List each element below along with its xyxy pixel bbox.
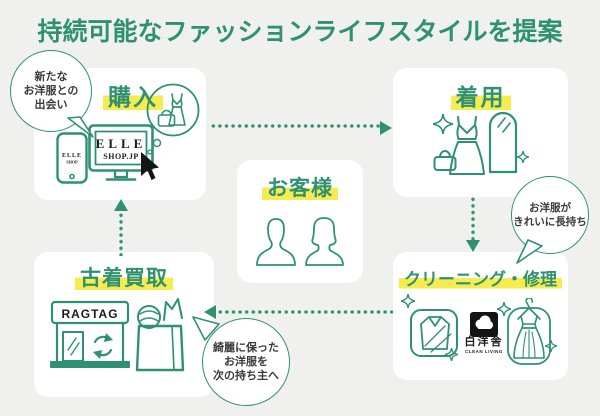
ragtag-sign-text: RAGTAG (61, 307, 118, 321)
handbag-icon (433, 150, 457, 171)
page-title: 持続可能なファッションライフスタイルを提案 (37, 18, 563, 46)
shopping-bag-icon (135, 298, 185, 372)
arrow-resale-to-purchase (119, 212, 123, 256)
customer-label: お客様 (237, 172, 363, 202)
sparkle-icon (433, 114, 453, 134)
arrow-cleaning-to-resale (217, 310, 393, 314)
monitor-brand-text: ELLE (96, 136, 147, 151)
wear-label: 着用 (393, 78, 568, 112)
hakuyosha-logo: 白洋舎 CLEAN LIVING (463, 312, 505, 355)
bubble-tail-icon (516, 239, 543, 264)
repair-dress-icon (507, 298, 551, 365)
sparkle-icon (497, 302, 511, 316)
arrowhead-left-icon (204, 305, 216, 319)
monitor-icon: ELLE SHOP.JP (88, 124, 154, 181)
ragtag-store-icon: RAGTAG (50, 300, 130, 368)
arrowhead-right-icon (380, 121, 392, 135)
customers-icon (256, 217, 344, 266)
bubble-tail-icon (192, 316, 220, 341)
hakuyosha-cloud-icon (470, 312, 498, 337)
node-cleaning: クリーニング・修理 白洋舎 CLEAN LIVING (393, 252, 568, 380)
resale-label: 古着買取 (34, 262, 214, 292)
arrowhead-down-icon (466, 240, 480, 252)
arrowhead-up-icon (114, 199, 128, 211)
smartphone-icon: ELLE SHOP (56, 132, 88, 184)
sparkle-icon (445, 348, 458, 361)
purchase-label: 購入 (60, 78, 206, 112)
node-customer: お客様 (237, 160, 363, 283)
node-purchase: 購入 ELLE SHOP ELLE SHOP.JP (34, 68, 206, 200)
mirror-icon (488, 111, 518, 174)
node-wear: 着用 (393, 68, 568, 197)
arrow-purchase-to-wear (210, 124, 380, 128)
thought-bubble-icon (146, 83, 200, 155)
arrow-wear-to-cleaning (471, 196, 475, 240)
node-resale: 古着買取 RAGTAG (34, 252, 214, 397)
cursor-icon (141, 152, 159, 180)
phone-brand-text: ELLE (62, 153, 82, 159)
hakuyosha-name-text: 白洋舎 (464, 336, 504, 348)
phone-brand-sub-text: SHOP (66, 160, 78, 165)
hakuyosha-tagline-text: CLEAN LIVING (465, 349, 503, 354)
dress-icon (449, 116, 485, 175)
bubble-tail-icon (67, 116, 94, 138)
bubble-long-lasting: お洋服が きれいに長持ち (511, 176, 589, 254)
clean-shirt-icon (410, 309, 458, 357)
monitor-brand-sub-text: SHOP.JP (103, 152, 138, 161)
sparkle-icon (517, 151, 529, 163)
sparkle-icon (401, 294, 415, 308)
bubble-next-owner: 綺麗に保った お洋服を 次の持ち主へ (202, 318, 290, 406)
cleaning-label: クリーニング・修理 (393, 265, 568, 290)
sparkle-icon (545, 340, 557, 352)
